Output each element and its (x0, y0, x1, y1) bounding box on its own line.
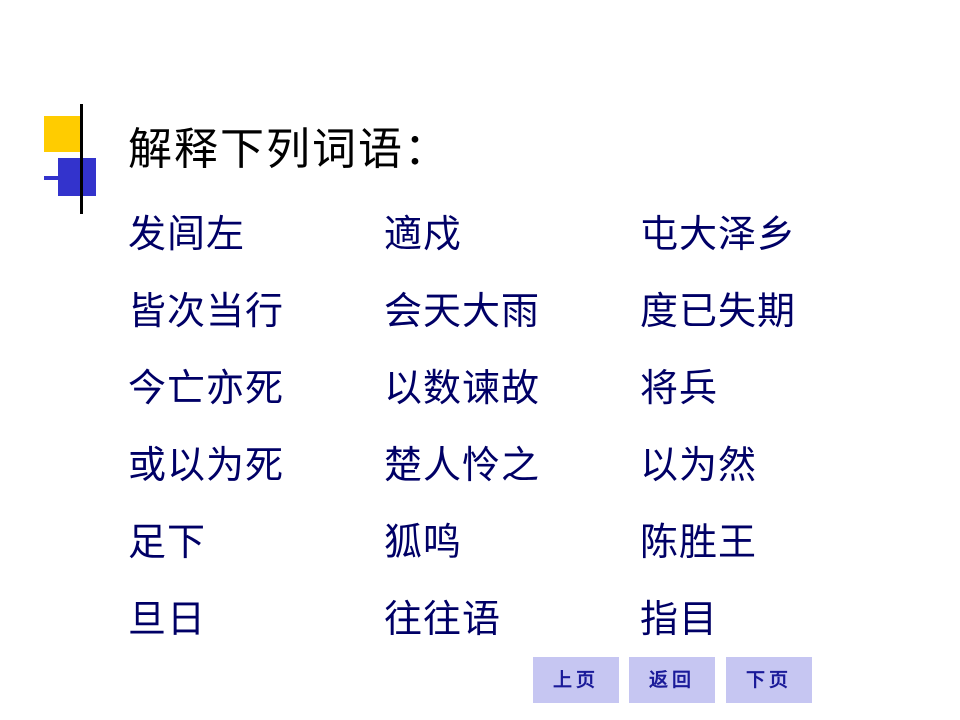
vocabulary-row: 今亡亦死 以数谏故 将兵 (128, 360, 888, 437)
marker-blue-bar (44, 176, 96, 180)
vocabulary-term: 旦日 (128, 597, 207, 641)
vocabulary-term: 今亡亦死 (128, 366, 285, 410)
vocabulary-term: 狐鸣 (384, 520, 463, 564)
vocabulary-term: 適戍 (384, 212, 463, 256)
vocabulary-term: 指目 (640, 597, 719, 641)
vocabulary-grid: 发闾左 適戍 屯大泽乡 皆次当行 会天大雨 度已失期 今亡亦死 以数谏故 将兵 … (128, 206, 888, 668)
previous-page-button[interactable]: 上页 (533, 657, 619, 703)
vocabulary-term: 足下 (128, 520, 207, 564)
marker-black-line (80, 104, 83, 214)
vocabulary-term: 以为然 (640, 443, 758, 487)
vocabulary-term: 皆次当行 (128, 289, 285, 333)
vocabulary-row: 足下 狐鸣 陈胜王 (128, 514, 888, 591)
vocabulary-term: 屯大泽乡 (640, 212, 797, 256)
vocabulary-term: 度已失期 (640, 289, 797, 333)
next-page-button[interactable]: 下页 (726, 657, 812, 703)
vocabulary-row: 旦日 往往语 指目 (128, 591, 888, 668)
vocabulary-term: 发闾左 (128, 212, 246, 256)
vocabulary-row: 皆次当行 会天大雨 度已失期 (128, 283, 888, 360)
vocabulary-term: 陈胜王 (640, 520, 758, 564)
title-marker-icon (44, 104, 100, 214)
vocabulary-row: 或以为死 楚人怜之 以为然 (128, 437, 888, 514)
vocabulary-term: 或以为死 (128, 443, 285, 487)
vocabulary-row: 发闾左 適戍 屯大泽乡 (128, 206, 888, 283)
return-button[interactable]: 返回 (629, 657, 715, 703)
vocabulary-term: 会天大雨 (384, 289, 541, 333)
slide-title: 解释下列词语： (128, 124, 450, 175)
vocabulary-term: 楚人怜之 (384, 443, 541, 487)
marker-yellow-square (44, 116, 80, 152)
vocabulary-term: 以数谏故 (384, 366, 541, 410)
vocabulary-term: 往往语 (384, 597, 502, 641)
vocabulary-term: 将兵 (640, 366, 719, 410)
